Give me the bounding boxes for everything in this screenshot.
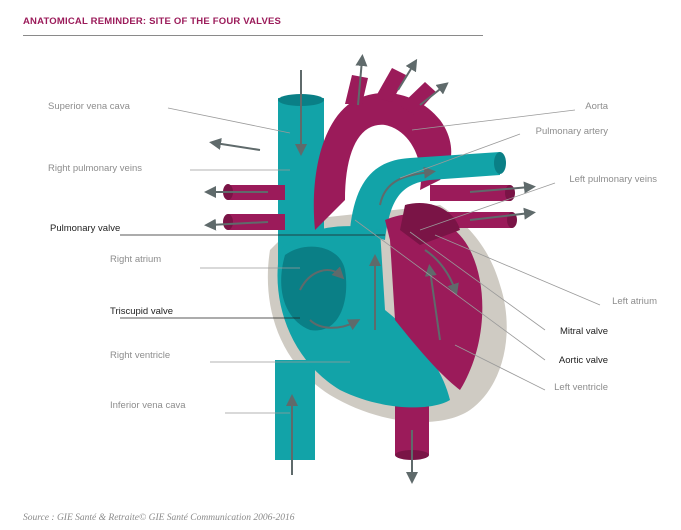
label-left-ventricle: Left ventricle	[554, 382, 608, 393]
label-superior-vena-cava: Superior vena cava	[48, 101, 130, 112]
left-pulmonary-vein-upper	[430, 185, 510, 201]
right-atrium-chamber	[281, 246, 347, 331]
label-inferior-vena-cava: Inferior vena cava	[110, 400, 186, 411]
label-pulmonary-valve: Pulmonary valve	[50, 223, 121, 234]
label-aorta: Aorta	[585, 101, 608, 112]
source-credit: Source : GIE Santé & Retraite© GIE Santé…	[23, 513, 295, 523]
diagram-title: ANATOMICAL REMINDER: SITE OF THE FOUR VA…	[23, 16, 282, 27]
aorta-vessel	[313, 92, 452, 230]
label-left-atrium: Left atrium	[612, 296, 657, 307]
label-aortic-valve: Aortic valve	[558, 355, 608, 366]
leader-lines	[120, 107, 601, 414]
label-tricuspid-valve: Triscupid valve	[110, 306, 174, 317]
label-mitral-valve: Mitral valve	[559, 326, 608, 337]
label-left-pulmonary-veins: Left pulmonary veins	[569, 174, 657, 185]
left-atrium-chamber	[400, 202, 460, 245]
title-divider	[23, 35, 483, 36]
inferior-vena-cava-vessel	[275, 360, 315, 460]
label-right-pulmonary-veins: Right pulmonary veins	[48, 163, 142, 174]
flow-arrows	[204, 54, 536, 484]
label-pulmonary-artery: Pulmonary artery	[535, 126, 608, 137]
pulmonary-artery-vessel	[350, 152, 500, 240]
label-right-ventricle: Right ventricle	[110, 350, 171, 361]
label-right-atrium: Right atrium	[110, 254, 162, 265]
